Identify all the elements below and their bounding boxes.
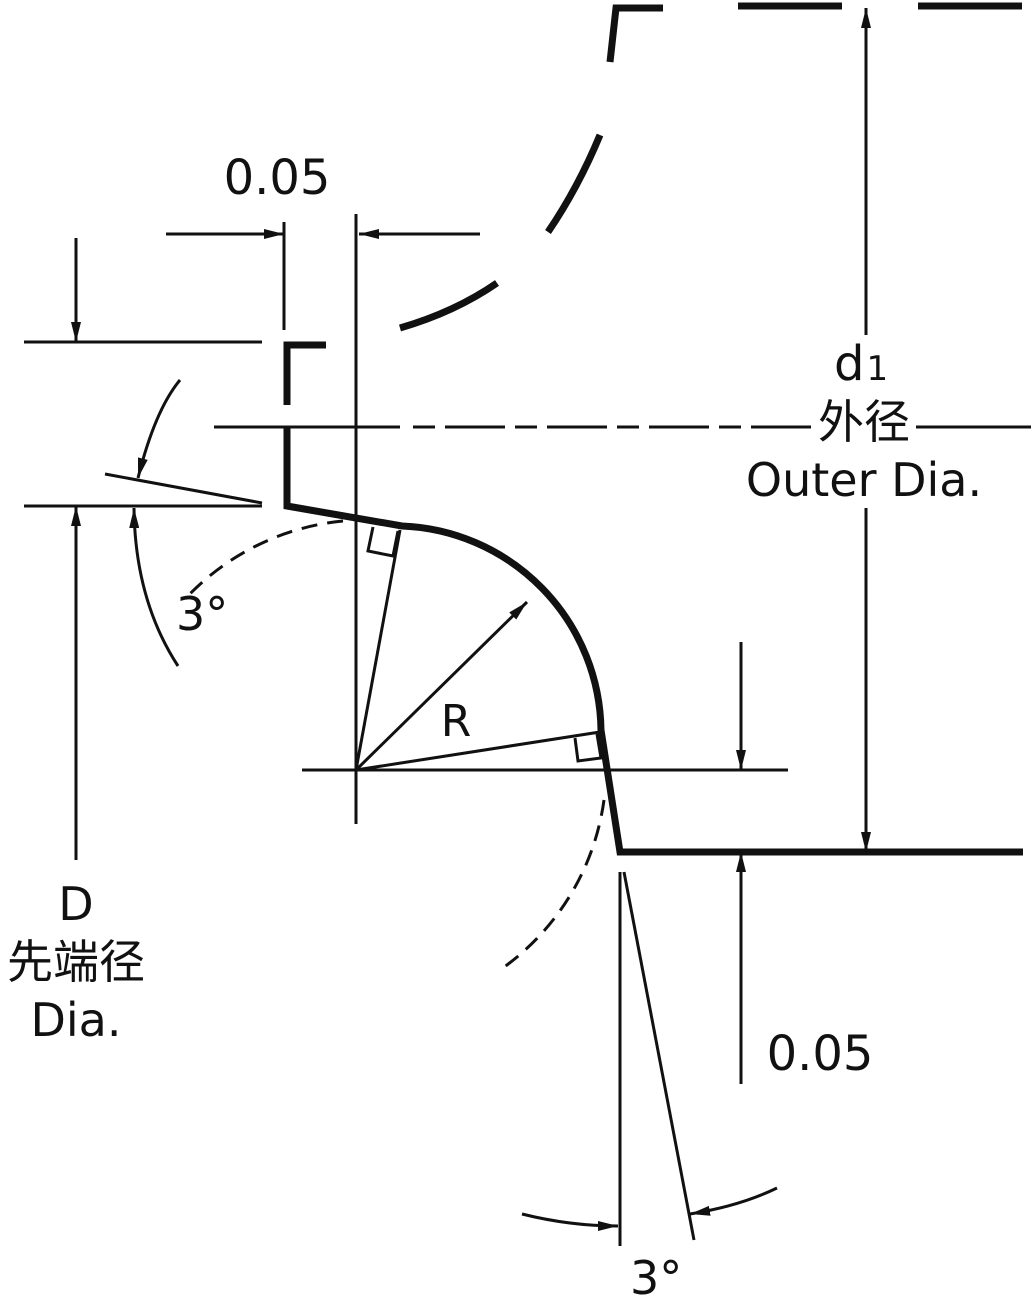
right-angle-mark-right bbox=[573, 733, 603, 763]
angle-arc-bottom-right bbox=[689, 1186, 778, 1216]
angle-label-bottom: 3° bbox=[630, 1251, 682, 1305]
cutting-edge-profile bbox=[283, 427, 1023, 856]
labels: 0.05 0.05 R 3° 3° d1 外径 Outer Dia. D 先端径… bbox=[7, 150, 982, 1305]
construction-lines bbox=[24, 8, 1031, 1246]
D-label-jp: 先端径 bbox=[7, 935, 145, 989]
angle-ref-line-top bbox=[104, 472, 263, 505]
top-offset-label: 0.05 bbox=[224, 150, 331, 206]
bottom-offset-label: 0.05 bbox=[767, 1026, 874, 1082]
outer-shape-arc-middle bbox=[545, 133, 604, 234]
outer-shape-bracket bbox=[283, 341, 326, 405]
angle-arc-top-lower bbox=[129, 507, 180, 667]
outer-shape-arc-lower bbox=[399, 280, 499, 332]
right-angle-mark-top bbox=[366, 526, 400, 558]
outer-shape-arc-upper bbox=[606, 4, 663, 63]
D-label-en: Dia. bbox=[30, 993, 121, 1047]
angle-ref-line-bottom-tilted bbox=[622, 871, 696, 1241]
d1-symbol: d1 bbox=[834, 336, 888, 392]
radius-dim-line bbox=[354, 600, 529, 772]
d1-label-jp: 外径 bbox=[818, 395, 910, 449]
arc-continuation-top bbox=[184, 519, 344, 600]
angle-arc-bottom-left bbox=[521, 1212, 619, 1231]
tool-profile bbox=[283, 2, 1023, 856]
D-symbol: D bbox=[58, 877, 93, 931]
radius-normal-right bbox=[355, 730, 601, 772]
d1-label-en: Outer Dia. bbox=[746, 453, 982, 507]
d1-subscript: 1 bbox=[866, 349, 888, 389]
angle-label-top: 3° bbox=[176, 587, 228, 641]
angle-arc-top-upper bbox=[136, 379, 182, 479]
arc-continuation-bottom bbox=[499, 799, 606, 972]
radius-label: R bbox=[441, 696, 472, 747]
radius-normal-top bbox=[354, 529, 402, 771]
